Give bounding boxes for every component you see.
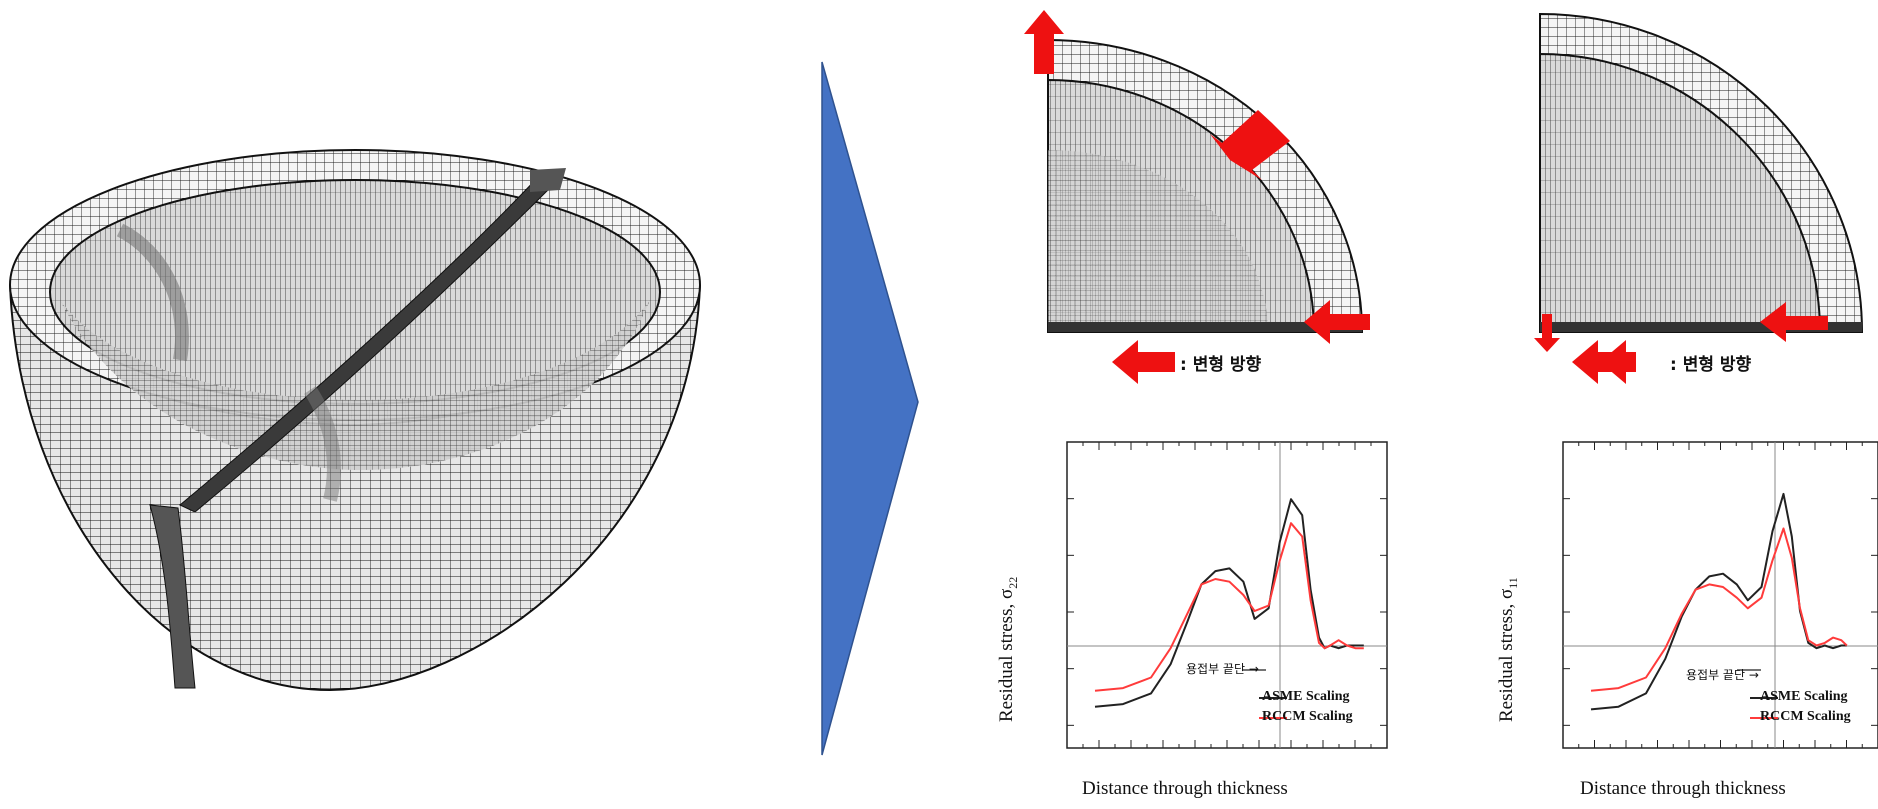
chart1-ylabel: Residual stress, σ11 [1496, 577, 1520, 722]
chart1-legend-asme: ASME Scaling [1760, 689, 1848, 704]
series-line-rccm [1094, 522, 1364, 692]
deformation-arrow-diagonal [1210, 110, 1290, 180]
deformation-arrow-up [1024, 10, 1064, 74]
deformation-arrow-left-b [1760, 302, 1828, 342]
deformation-legend-label-right: : 변형 방향 [1670, 355, 1752, 375]
chart1-xlabel: Distance through thickness [1580, 778, 1786, 799]
chart0-legend-rccm: RCCM Scaling [1262, 709, 1353, 724]
chart0-legend-asme: ASME Scaling [1262, 689, 1350, 704]
quarter-section-left [1047, 38, 1364, 333]
chart1-annotation: 용접부 끝단 → [1686, 668, 1759, 682]
chart-sigma11 [1562, 441, 1878, 749]
chart-sigma22 [1066, 441, 1388, 749]
chart1-legend-rccm: RCCM Scaling [1760, 709, 1851, 724]
series-line-asme [1590, 492, 1847, 711]
legend-arrow-right-body [1572, 340, 1636, 384]
chart-frame [1066, 441, 1388, 749]
process-arrow-shape [821, 61, 919, 756]
chart0-ylabel: Residual stress, σ22 [996, 576, 1020, 722]
series-line-rccm [1590, 527, 1848, 692]
deformation-legend-label-left: : 변형 방향 [1180, 355, 1262, 375]
chart0-annotation: 용접부 끝단 → [1186, 662, 1259, 676]
chart0-xlabel: Distance through thickness [1082, 778, 1288, 799]
hemisphere-mesh [9, 149, 701, 692]
series-line-asme [1094, 498, 1364, 708]
quarter-section-right [1539, 12, 1864, 333]
deformation-arrow-down [1534, 314, 1560, 352]
legend-arrow-left [1112, 340, 1175, 384]
chart-frame [1562, 441, 1878, 749]
deformation-arrow-left-a [1304, 300, 1370, 344]
